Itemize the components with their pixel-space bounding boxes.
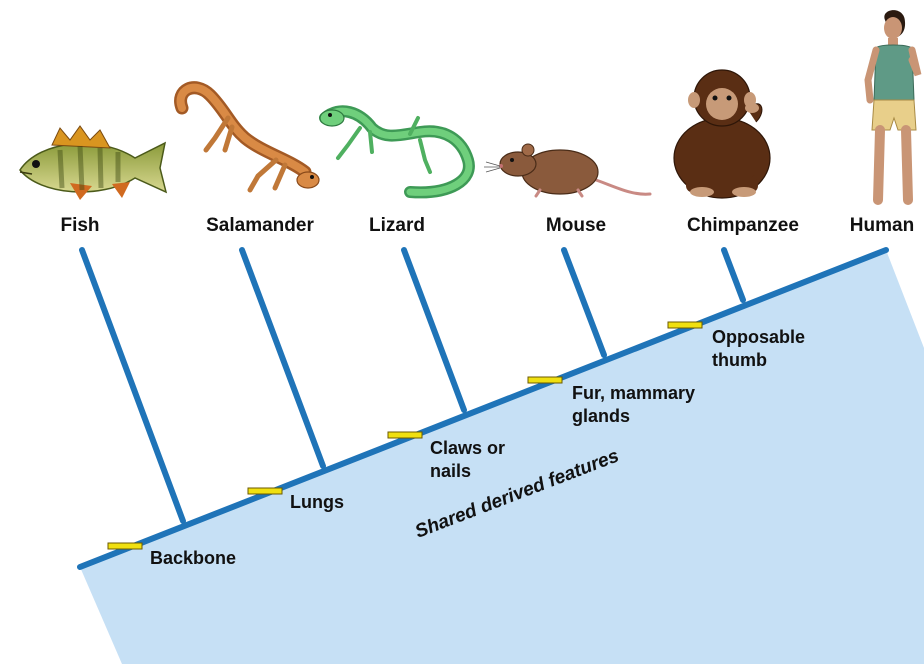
trait-label-claws-line2: nails: [430, 461, 471, 481]
human-illustration: [868, 10, 918, 200]
chimpanzee-illustration: [674, 70, 770, 198]
marker-claws: [388, 432, 422, 438]
trait-label-fur-line2: glands: [572, 406, 630, 426]
taxon-label-chimpanzee: Chimpanzee: [687, 215, 799, 236]
trait-label-claws-line1: Claws or: [430, 438, 505, 458]
trait-label-thumb-line1: Opposable: [712, 327, 805, 347]
mouse-illustration: [484, 144, 650, 196]
trait-label-fur-line1: Fur, mammary: [572, 383, 695, 403]
trait-label-lungs: Lungs: [290, 492, 344, 512]
marker-backbone: [108, 543, 142, 549]
fish-illustration: [20, 126, 166, 200]
marker-thumb: [668, 322, 702, 328]
taxon-label-salamander: Salamander: [206, 215, 314, 236]
branch-mouse: [564, 250, 604, 355]
marker-fur: [528, 377, 562, 383]
taxon-label-fish: Fish: [60, 215, 99, 236]
taxon-label-lizard: Lizard: [369, 215, 425, 236]
trait-label-backbone: Backbone: [150, 548, 236, 568]
lizard-illustration: [320, 110, 469, 192]
branch-salamander: [242, 250, 323, 466]
branch-lizard: [404, 250, 464, 410]
taxon-label-human: Human: [850, 215, 914, 236]
taxon-label-mouse: Mouse: [546, 215, 606, 236]
marker-lungs: [248, 488, 282, 494]
branch-chimpanzee: [724, 250, 743, 300]
branch-fish: [82, 250, 183, 521]
trait-label-thumb-line2: thumb: [712, 350, 767, 370]
salamander-illustration: [181, 88, 319, 190]
